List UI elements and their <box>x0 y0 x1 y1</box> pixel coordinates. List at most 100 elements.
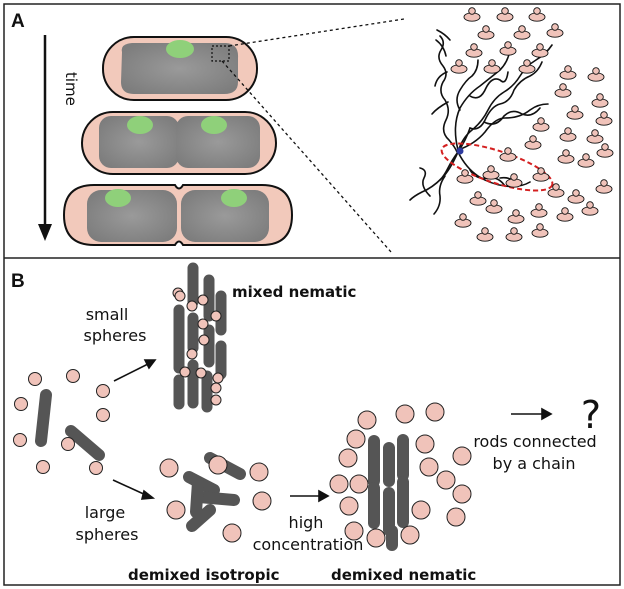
protein <box>557 149 575 164</box>
sphere <box>96 408 110 422</box>
nucleoid <box>181 190 269 242</box>
rods-chain-label-2: by a chain <box>493 454 576 473</box>
nucleoid <box>87 190 177 242</box>
protein <box>483 59 501 74</box>
nucleoid <box>121 43 239 94</box>
rod <box>193 491 240 506</box>
sphere <box>36 460 50 474</box>
cell-2 <box>81 111 277 175</box>
small-spheres-label-2: spheres <box>84 326 147 345</box>
sphere <box>198 334 210 346</box>
spheres <box>13 287 472 548</box>
sphere <box>208 455 228 475</box>
protein <box>531 223 549 238</box>
cell-1 <box>102 36 258 101</box>
sphere <box>446 507 466 527</box>
sphere <box>186 300 198 312</box>
protein <box>499 41 517 56</box>
large-spheres-label-1: large <box>85 503 126 522</box>
sphere <box>395 404 415 424</box>
sphere <box>425 402 445 422</box>
sphere <box>338 448 358 468</box>
protein <box>482 165 500 180</box>
zoom-line-top <box>228 18 405 47</box>
protein <box>581 201 599 216</box>
protein <box>554 83 572 98</box>
protein <box>531 43 549 58</box>
zoom-box <box>211 45 230 62</box>
sphere <box>159 458 179 478</box>
figure-border <box>3 3 621 586</box>
mixed-nematic-label: mixed nematic <box>232 283 356 301</box>
protein <box>465 43 483 58</box>
protein <box>454 213 472 228</box>
protein <box>507 209 525 224</box>
protein <box>577 153 595 168</box>
protein <box>591 93 609 108</box>
protein <box>476 227 494 242</box>
sphere <box>329 474 349 494</box>
question-mark: ? <box>581 393 601 437</box>
cluster-ellipse <box>440 142 554 192</box>
protein <box>530 203 548 218</box>
sphere <box>366 528 386 548</box>
dna-strands <box>409 29 553 215</box>
proteins <box>450 7 614 242</box>
demixed-nematic-label: demixed nematic <box>331 566 476 584</box>
green-spot <box>127 116 153 134</box>
protein <box>547 183 565 198</box>
small-spheres-label-1: small <box>86 305 129 324</box>
protein <box>595 111 613 126</box>
protein <box>505 173 523 188</box>
arrow-large-spheres <box>112 479 149 497</box>
sphere <box>174 290 186 302</box>
sphere <box>66 369 80 383</box>
protein <box>566 105 584 120</box>
sphere <box>252 491 272 511</box>
sphere <box>436 470 456 490</box>
sphere <box>212 372 224 384</box>
rods <box>35 262 409 551</box>
protein <box>567 189 585 204</box>
sphere <box>222 523 242 543</box>
protein <box>556 207 574 222</box>
rod <box>65 425 105 461</box>
time-arrow <box>38 35 52 241</box>
sphere <box>195 367 207 379</box>
green-spot <box>166 40 194 58</box>
green-spot <box>221 189 247 207</box>
rods-chain-label-1: rods connected <box>473 432 596 451</box>
green-spot <box>105 189 131 207</box>
demixed-isotropic-label: demixed isotropic <box>128 566 280 584</box>
sphere <box>249 462 269 482</box>
sphere <box>210 394 222 406</box>
sphere <box>411 500 431 520</box>
sphere <box>166 500 186 520</box>
sphere <box>344 521 364 541</box>
protein <box>499 147 517 162</box>
high-concentration-label-1: high <box>289 513 324 532</box>
arrow-small-spheres <box>113 362 151 382</box>
sphere <box>210 382 222 394</box>
sphere <box>452 484 472 504</box>
protein <box>596 143 614 158</box>
protein <box>528 7 546 22</box>
rod <box>35 389 52 447</box>
nucleoid <box>99 116 179 168</box>
protein <box>532 167 550 182</box>
high-concentration-label-2: concentration <box>253 535 364 554</box>
protein <box>524 135 542 150</box>
protein <box>496 7 514 22</box>
sphere <box>14 397 28 411</box>
protein <box>485 199 503 214</box>
dna-node <box>456 147 464 155</box>
sphere <box>28 372 42 386</box>
sphere <box>96 384 110 398</box>
sphere <box>415 434 435 454</box>
protein <box>559 127 577 142</box>
sphere <box>89 461 103 475</box>
time-label: time <box>62 72 80 106</box>
green-spot <box>201 116 227 134</box>
protein <box>513 25 531 40</box>
